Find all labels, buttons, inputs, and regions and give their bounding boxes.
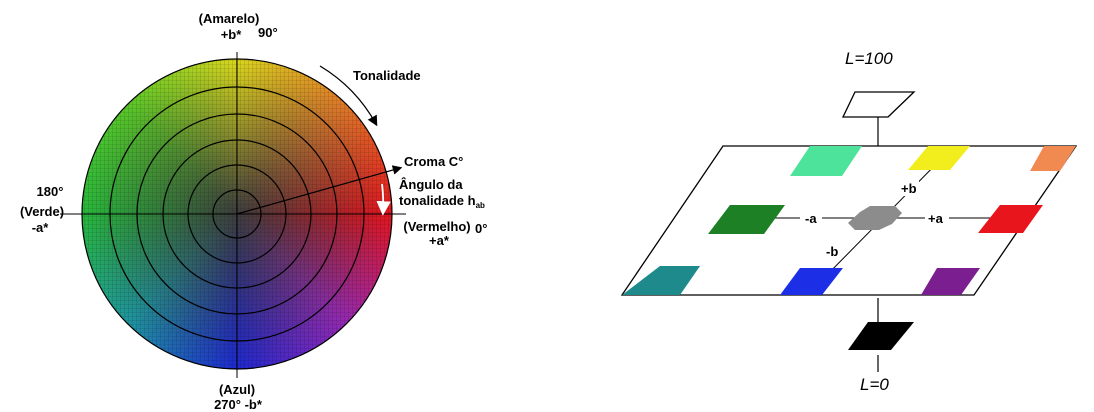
swatch-blue (780, 268, 843, 295)
white-plane (841, 91, 916, 118)
label-cube-plus-a: +a (928, 211, 944, 226)
label-180: 180° (37, 184, 64, 199)
swatch-red (978, 205, 1043, 233)
color-wheel: (Amarelo) +b* 90° Tonalidade Croma C° Ân… (20, 11, 487, 412)
label-0: 0° (475, 221, 487, 236)
label-croma: Croma C° (404, 154, 463, 169)
label-amarelo: (Amarelo) (199, 11, 260, 26)
label-angulo-1: Ângulo da (399, 177, 463, 192)
swatch-yellow (908, 146, 970, 170)
croma-arrow (236, 165, 403, 215)
label-270-minus-b: 270° -b* (214, 397, 263, 412)
tonalidade-arrow (319, 65, 378, 127)
label-cube-plus-b: +b (901, 181, 917, 196)
label-tonalidade: Tonalidade (353, 68, 421, 83)
hue-angle-arrow (376, 183, 391, 216)
label-angulo-2: tonalidade hab (399, 193, 485, 210)
label-vermelho: (Vermelho) (403, 219, 470, 234)
label-plus-b: +b* (221, 27, 243, 42)
swatch-teal (622, 266, 700, 295)
label-l-0: L=0 (860, 375, 889, 394)
swatch-purple (921, 268, 980, 295)
label-cube-minus-a: -a (805, 211, 817, 226)
label-90: 90° (258, 25, 278, 40)
swatch-gray-center (848, 206, 902, 230)
swatch-green-dark (708, 205, 785, 234)
label-verde: (Verde) (20, 204, 64, 219)
lab-space-diagram: L=100 L=0 +b -a +a -b (620, 49, 1078, 394)
swatch-green-light (790, 146, 862, 176)
swatch-orange (1030, 146, 1076, 171)
label-cube-minus-b: -b (826, 244, 838, 259)
label-plus-a: +a* (429, 233, 450, 248)
label-azul: (Azul) (219, 382, 255, 397)
label-minus-a: -a* (32, 220, 50, 235)
swatch-black (848, 322, 914, 350)
label-l-100: L=100 (845, 49, 893, 68)
